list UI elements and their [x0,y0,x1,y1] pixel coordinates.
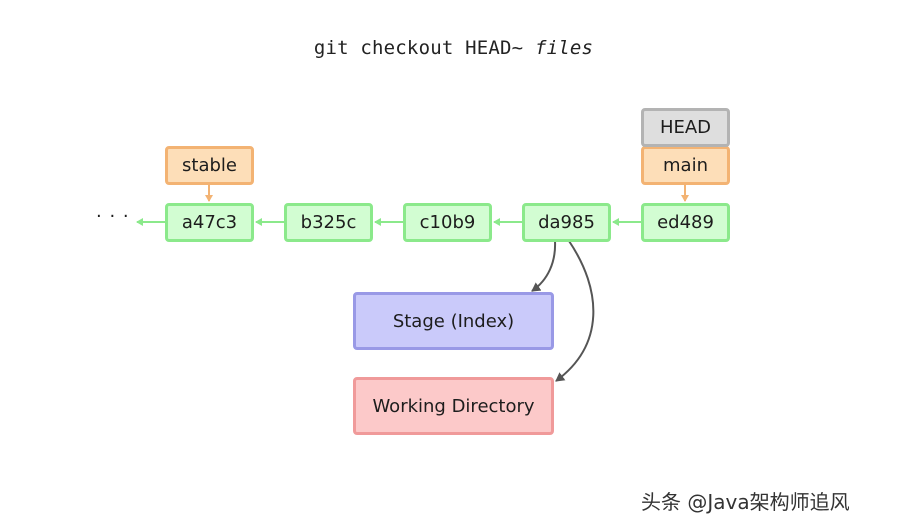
history-ellipsis: · · · [96,206,130,227]
commit-node-da985: da985 [522,203,611,242]
command-text: git checkout HEAD~ [313,37,524,59]
commit-node-a47c3: a47c3 [165,203,254,242]
branch-label-stable: stable [165,146,254,185]
checkout-arrow-to-workdir [555,240,595,382]
stage-index-box: Stage (Index) [353,292,554,350]
commit-node-ed489: ed489 [641,203,730,242]
commit-node-b325c: b325c [284,203,373,242]
head-label: HEAD [641,108,730,147]
commit-node-c10b9: c10b9 [403,203,492,242]
diagram-title: git checkout HEAD~ files [0,37,907,59]
watermark-text: 头条 @Java架构师追风 [641,490,850,514]
checkout-arrow-to-stage [531,240,557,292]
branch-label-main: main [641,146,730,185]
command-argument: files [534,37,594,59]
working-directory-box: Working Directory [353,377,554,435]
